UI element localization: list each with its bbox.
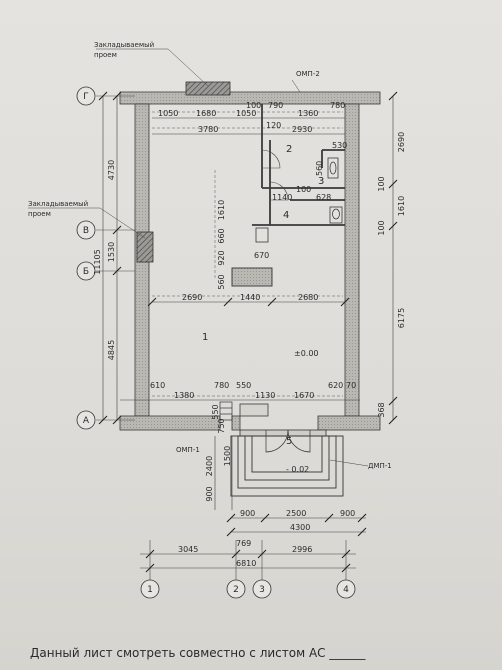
- dim-bot-780: 780: [214, 381, 229, 390]
- axis-label-g: Г: [83, 92, 89, 102]
- dim-axis-6810: 6810: [236, 559, 256, 568]
- dim-small-920: 920: [217, 250, 226, 265]
- dim-axis-769: 769: [236, 539, 251, 548]
- counter: [231, 267, 273, 287]
- dim-small-628: 628: [316, 193, 331, 202]
- dim-left-1530: 1530: [107, 242, 116, 262]
- dim-right-100b: 100: [377, 220, 386, 235]
- dim-small-100: 100: [296, 185, 311, 194]
- dim-top2-3780: 3780: [198, 125, 218, 134]
- axis-label-a: А: [83, 416, 90, 426]
- dim-bot-1380: 1380: [174, 391, 194, 400]
- dim-top1-790: 790: [268, 101, 283, 110]
- dim-small-530: 530: [332, 141, 347, 150]
- axis-lines: [96, 95, 347, 580]
- dmp1-label: ДМП-1: [368, 462, 392, 470]
- dim-right-100a: 100: [377, 176, 386, 191]
- axis-label-3: 3: [259, 585, 265, 595]
- dim-small-670: 670: [254, 251, 269, 260]
- dim-right-368: 368: [377, 402, 386, 417]
- bricked-opening-top-label-2: проем: [94, 51, 117, 59]
- dim-right-6175: 6175: [397, 308, 406, 328]
- tick-marks: [98, 91, 398, 573]
- dim-porch-900b: 900: [340, 509, 355, 518]
- axis-label-v: В: [83, 226, 89, 236]
- bricked-opening-left-label-2: проем: [28, 210, 51, 218]
- guides: [152, 111, 343, 397]
- dim-porch-2400: 2400: [205, 456, 214, 476]
- dim-top2-2930: 2930: [292, 125, 312, 134]
- dim-top1-100: 100: [246, 101, 261, 110]
- room-4: 4: [283, 210, 289, 221]
- level-porch: - 0.02: [286, 465, 309, 474]
- dim-left-4730: 4730: [107, 160, 116, 180]
- entrance: [230, 429, 344, 497]
- fixtures: [255, 157, 343, 243]
- room-3: 3: [318, 176, 324, 187]
- axis-label-b: Б: [83, 267, 89, 277]
- room-5: 5: [286, 436, 292, 447]
- dim-porch-1500: 1500: [223, 446, 232, 466]
- dim-small-1140: 1140: [272, 193, 292, 202]
- dim-bot-1130: 1130: [255, 391, 275, 400]
- dim-right-1610: 1610: [397, 196, 406, 216]
- bricked-opening-top: [185, 81, 231, 96]
- dim-top1-1680: 1680: [196, 109, 216, 118]
- axis-label-1: 1: [147, 585, 153, 595]
- room-2: 2: [286, 144, 292, 155]
- bricked-opening-top-label-1: Закладываемый: [94, 41, 154, 49]
- dim-small-120: 120: [266, 121, 281, 130]
- bricked-opening-left: [136, 231, 154, 263]
- dim-small-560: 560: [315, 161, 324, 176]
- dim-porch-900a: 900: [240, 509, 255, 518]
- dim-porch-2500: 2500: [286, 509, 306, 518]
- dim-porch-4300: 4300: [290, 523, 310, 532]
- axis-bubbles-letters: Г В Б А: [76, 86, 96, 430]
- door-swings: [261, 149, 289, 201]
- dim-porch-550: 550: [211, 404, 220, 419]
- room-1: 1: [202, 332, 208, 343]
- bricked-opening-left-label-1: Закладываемый: [28, 200, 88, 208]
- axis-label-2: 2: [233, 585, 239, 595]
- dim-top1-1050b: 1050: [236, 109, 256, 118]
- dim-mid-1440: 1440: [240, 293, 260, 302]
- dim-small-660: 660: [217, 228, 226, 243]
- dim-bot-70: 70: [346, 381, 356, 390]
- axis-label-4: 4: [343, 585, 349, 595]
- level-main: ±0.00: [294, 349, 319, 358]
- partitions: [252, 104, 345, 226]
- dim-top1-1360: 1360: [298, 109, 318, 118]
- dim-small-560b: 560: [217, 274, 226, 289]
- dim-bot-610: 610: [150, 381, 165, 390]
- dim-axis-2996: 2996: [292, 545, 312, 554]
- dim-right-2690: 2690: [397, 132, 406, 152]
- dim-bot-620: 620: [328, 381, 343, 390]
- omp1-label: ОМП-1: [176, 446, 200, 454]
- axis-bubbles-numbers: 1 2 3 4: [140, 579, 356, 599]
- dim-left-11105: 11105: [93, 249, 102, 274]
- dim-top1-780: 780: [330, 101, 345, 110]
- dim-small-1610: 1610: [217, 200, 226, 220]
- dim-axis-3045: 3045: [178, 545, 198, 554]
- dimension-lines: [102, 96, 394, 569]
- dim-bot-550: 550: [236, 381, 251, 390]
- dim-bot-1670: 1670: [294, 391, 314, 400]
- dim-left-4845: 4845: [107, 340, 116, 360]
- dim-top1-1050a: 1050: [158, 109, 178, 118]
- dim-mid-2690: 2690: [182, 293, 202, 302]
- omp2-label: ОМП-2: [296, 70, 320, 78]
- dim-porch-900v: 900: [205, 486, 214, 501]
- dim-mid-2680: 2680: [298, 293, 318, 302]
- small-stair: [219, 401, 233, 421]
- sheet-note: Данный лист смотреть совместно с листом …: [30, 646, 366, 660]
- dim-porch-750: 750: [217, 418, 226, 433]
